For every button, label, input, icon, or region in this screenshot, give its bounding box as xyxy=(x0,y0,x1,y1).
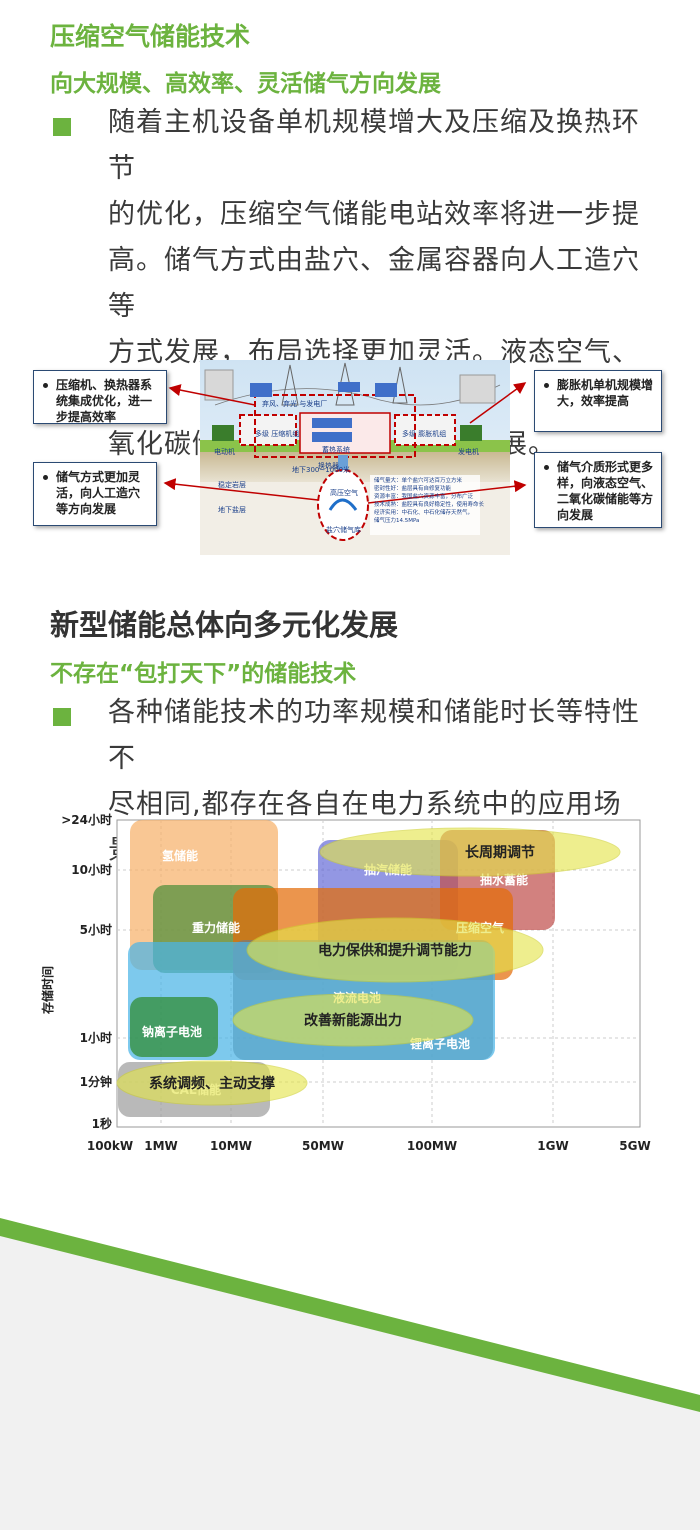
tech-label: 重力储能 xyxy=(192,920,240,935)
caes-diagram: 弃风、弃光 与发电厂 电动机 多级 压缩机组 蓄热系统 换热器 多级 膨胀机组 … xyxy=(0,355,700,565)
paragraph-line: 高。储气方式由盐穴、金属容器向人工造穴等 xyxy=(108,245,640,322)
x-tick-label: 100MW xyxy=(407,1139,457,1153)
storage-tech-chart: 氢储能抽汽储能抽水蓄能重力储能压缩空气液流电池锂离子电池钠离子电池CAE储能长周… xyxy=(40,812,651,1153)
application-ellipse xyxy=(246,917,544,983)
callout-text: 膨胀机单机规模增大，效率提高 xyxy=(557,378,654,408)
y-tick-label: >24小时 xyxy=(61,812,112,827)
section2-paragraph: 各种储能技术的功率规模和储能时长等特性不 尽相同,都存在各自在电力系统中的应用场… xyxy=(108,690,653,874)
application-ellipse xyxy=(319,827,621,877)
callout-storage-medium: 储气介质形式更多样，向液态空气、二氧化碳储能等方向发展 xyxy=(534,452,662,528)
compressor-label: 多级 压缩机组 xyxy=(255,430,300,438)
callout-compressor: 压缩机、换热器系统集成优化，进一步提高效率 xyxy=(33,370,167,424)
heat-exchanger-label: 换热器 xyxy=(318,462,339,470)
y-tick-label: 10小时 xyxy=(71,862,112,877)
application-label: 电力保供和提升调节能力 xyxy=(318,942,472,959)
callout-text: 压缩机、换热器系统集成优化，进一步提高效率 xyxy=(56,378,153,424)
salt-layer-label: 地下盐层 xyxy=(218,506,246,514)
callout-text: 储气介质形式更多样，向液态空气、二氧化碳储能等方向发展 xyxy=(557,460,654,522)
bullet-dot xyxy=(544,465,549,470)
application-label: 长周期调节 xyxy=(465,844,535,861)
callout-text: 储气方式更加灵活，向人工造穴等方向发展 xyxy=(56,470,141,516)
application-label: 改善新能源出力 xyxy=(304,1012,402,1029)
y-tick-label: 1小时 xyxy=(80,1030,112,1045)
bullet-square xyxy=(53,118,71,136)
x-tick-label: 10MW xyxy=(210,1139,252,1153)
decorative-stripes xyxy=(0,1218,700,1530)
application-ellipse xyxy=(116,1060,308,1106)
generator-label: 发电机 xyxy=(458,448,479,456)
heat-storage-label: 蓄热系统 xyxy=(322,446,350,454)
application-ellipse xyxy=(232,993,474,1047)
bullet-dot xyxy=(544,383,549,388)
section1-subtitle: 向大规模、高效率、灵活储气方向发展 xyxy=(50,71,441,97)
x-tick-label: 100kW xyxy=(87,1139,133,1153)
section2-subtitle: 不存在“包打天下”的储能技术 xyxy=(50,661,357,687)
depth-label: 地下300~1000米 xyxy=(292,466,351,474)
x-tick-label: 50MW xyxy=(302,1139,344,1153)
x-tick-label: 1MW xyxy=(144,1139,178,1153)
cavern-notes: 储气量大：单个盐穴可达百万立方米 密封性好：盐层具有自修复功能 资源丰富：我国盐… xyxy=(374,478,485,524)
y-tick-label: 1分钟 xyxy=(80,1074,112,1089)
motor-label: 电动机 xyxy=(214,448,235,456)
tech-label: 钠离子电池 xyxy=(142,1024,202,1039)
callout-expander: 膨胀机单机规模增大，效率提高 xyxy=(534,370,662,432)
y-axis-label: 存储时间 xyxy=(40,966,55,1015)
paragraph-line: 的优化，压缩空气储能电站效率将进一步提 xyxy=(108,199,640,230)
bullet-square xyxy=(53,708,71,726)
paragraph-line: 各种储能技术的功率规模和储能时长等特性不 xyxy=(108,697,640,774)
callout-storage-method: 储气方式更加灵活，向人工造穴等方向发展 xyxy=(33,462,157,526)
section1-title: 压缩空气储能技术 xyxy=(50,22,251,51)
caes-diagram-graphic xyxy=(163,360,527,555)
tech-label: 氢储能 xyxy=(162,848,198,863)
rock-layer-label: 稳定岩层 xyxy=(218,481,246,489)
paragraph-line: 随着主机设备单机规模增大及压缩及换热环节 xyxy=(108,107,640,184)
bullet-dot xyxy=(43,383,48,388)
wind-solar-label: 弃风、弃光 与发电厂 xyxy=(262,400,328,408)
y-tick-label: 1秒 xyxy=(92,1116,112,1131)
application-label: 系统调频、主动支撑 xyxy=(149,1075,275,1092)
y-tick-label: 5小时 xyxy=(80,922,112,937)
bullet-dot xyxy=(43,475,48,480)
turbine-label: 多级 膨胀机组 xyxy=(402,430,447,438)
tech-region xyxy=(130,997,218,1057)
salt-cavern-label: 盐穴储气库 xyxy=(326,526,361,534)
section2-title: 新型储能总体向多元化发展 xyxy=(50,608,399,642)
x-tick-label: 1GW xyxy=(537,1139,568,1153)
hp-air-label: 高压空气 xyxy=(330,489,358,497)
x-tick-label: 5GW xyxy=(619,1139,650,1153)
